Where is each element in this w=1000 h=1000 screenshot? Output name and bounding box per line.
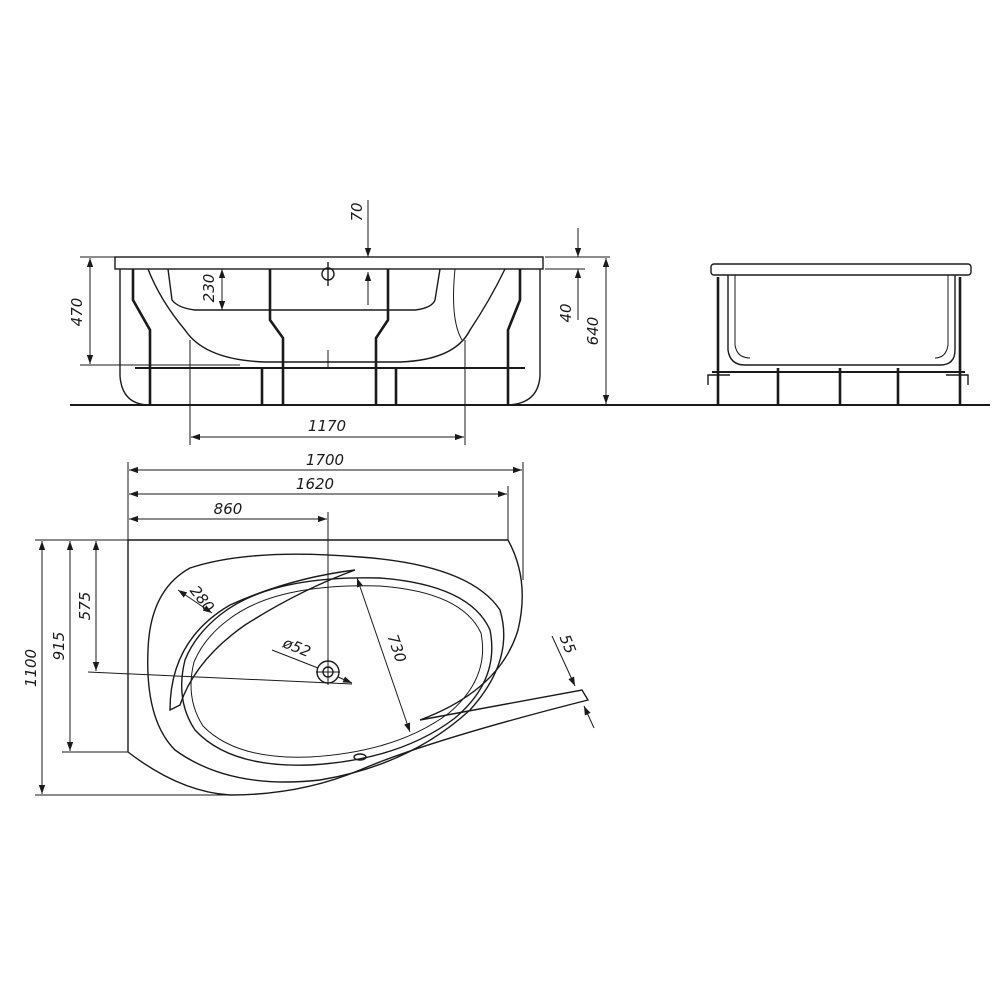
front-basin-profile (147, 268, 506, 363)
plan-armrest (169, 569, 356, 712)
dim-label-40: 40 (557, 303, 575, 322)
dim-line-280 (177, 589, 213, 614)
dim-label-230: 230 (200, 274, 218, 303)
dim-line-52 (271, 649, 319, 669)
dim-label-52: ø52 (279, 633, 313, 661)
dim-label-70: 70 (348, 202, 366, 221)
front-leg-1 (131, 269, 152, 368)
dim-label-1100: 1100 (22, 649, 40, 687)
dim-label-915: 915 (50, 632, 68, 661)
front-outer-shell (119, 269, 541, 406)
plan-inner-rim (147, 553, 505, 783)
plan-drain-axis-h (87, 671, 353, 685)
dim-label-280: 280 (186, 582, 218, 616)
front-leg-3 (374, 269, 390, 405)
dim-line-55-top (551, 635, 576, 687)
side-rim (710, 263, 972, 276)
dim-label-1620: 1620 (296, 475, 334, 493)
plan-dimensions: 1700 1620 860 1100 915 575 280 ø52 730 (22, 451, 595, 796)
front-dimensions: 470 230 70 40 640 1170 (68, 200, 610, 445)
front-leg-2 (268, 269, 285, 405)
dim-label-575: 575 (76, 592, 94, 621)
front-basin-step (167, 268, 441, 311)
dim-line-55-bottom (583, 705, 595, 729)
front-elevation-view (114, 256, 544, 406)
dim-label-55: 55 (556, 632, 580, 656)
side-elevation-view (707, 263, 972, 405)
dim-label-470: 470 (68, 298, 86, 327)
dim-label-1170: 1170 (308, 417, 346, 435)
dim-label-860: 860 (214, 500, 243, 518)
front-basin-edge (453, 268, 463, 341)
plan-overflow (353, 753, 367, 761)
dim-label-730: 730 (384, 632, 410, 665)
front-rim (114, 256, 544, 270)
plan-view (127, 539, 590, 796)
dim-label-1700: 1700 (306, 451, 344, 469)
front-leg-4 (506, 269, 522, 368)
side-basin (727, 275, 956, 366)
dim-label-640: 640 (584, 317, 602, 346)
dim-line-730 (356, 577, 411, 733)
